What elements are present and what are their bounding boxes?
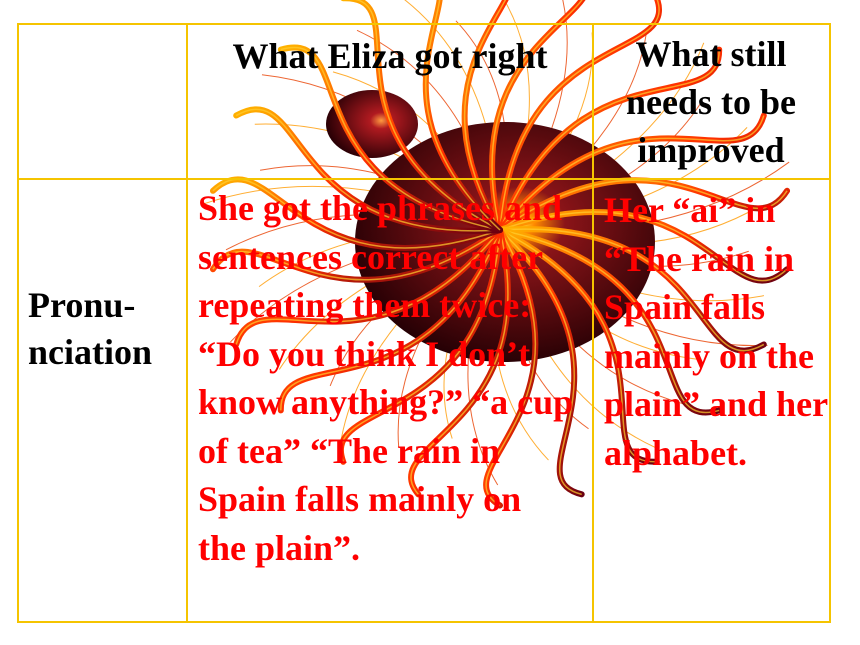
firework-petal-highlight — [464, 0, 507, 231]
firework-petal-highlight — [235, 108, 501, 232]
cell-to-improve-content: Her “ai” in “The rain in Spain falls mai… — [604, 190, 828, 473]
firework-petal-highlight — [499, 229, 657, 463]
small-sphere — [326, 90, 418, 158]
firework-petal-highlight — [499, 229, 582, 496]
firework-petal-highlight — [499, 49, 720, 231]
cell-to-improve-text: Her “ai” in “The rain in Spain falls mai… — [604, 186, 828, 477]
firework-petal-highlight — [280, 46, 501, 231]
firework-petal-highlight — [425, 0, 501, 231]
firework-petal-highlight — [235, 229, 501, 345]
header-label-got-right: What Eliza got right — [232, 36, 548, 76]
cell-got-right-text: She got the phrases and sentences correc… — [198, 184, 578, 572]
header-cell-got-right: What Eliza got right — [188, 32, 592, 80]
row-label-pronunciation: Pronu- nciation — [28, 282, 180, 376]
header-label-to-improve: What still needs to be improved — [626, 34, 796, 170]
firework-petal-highlight — [340, 229, 501, 463]
firework-petal-highlight — [499, 179, 788, 231]
firework-petal-highlight — [354, 0, 501, 231]
firework-petal-highlight — [499, 228, 765, 352]
firework-petal-highlight — [485, 229, 536, 507]
firework-petal-highlight — [212, 229, 501, 281]
table-grid — [17, 23, 831, 623]
firework-petals — [209, 0, 791, 509]
firework-petal-highlight — [499, 211, 788, 282]
firework-petal-highlight — [491, 0, 583, 231]
firework-petal-highlight — [499, 229, 720, 414]
row-label-text: Pronu- nciation — [28, 285, 153, 372]
firework-petal-highlight — [410, 229, 509, 495]
header-cell-to-improve: What still needs to be improved — [600, 30, 822, 174]
firework-petal-highlight — [280, 229, 501, 411]
cell-got-right-content: She got the phrases and sentences correc… — [198, 188, 574, 568]
